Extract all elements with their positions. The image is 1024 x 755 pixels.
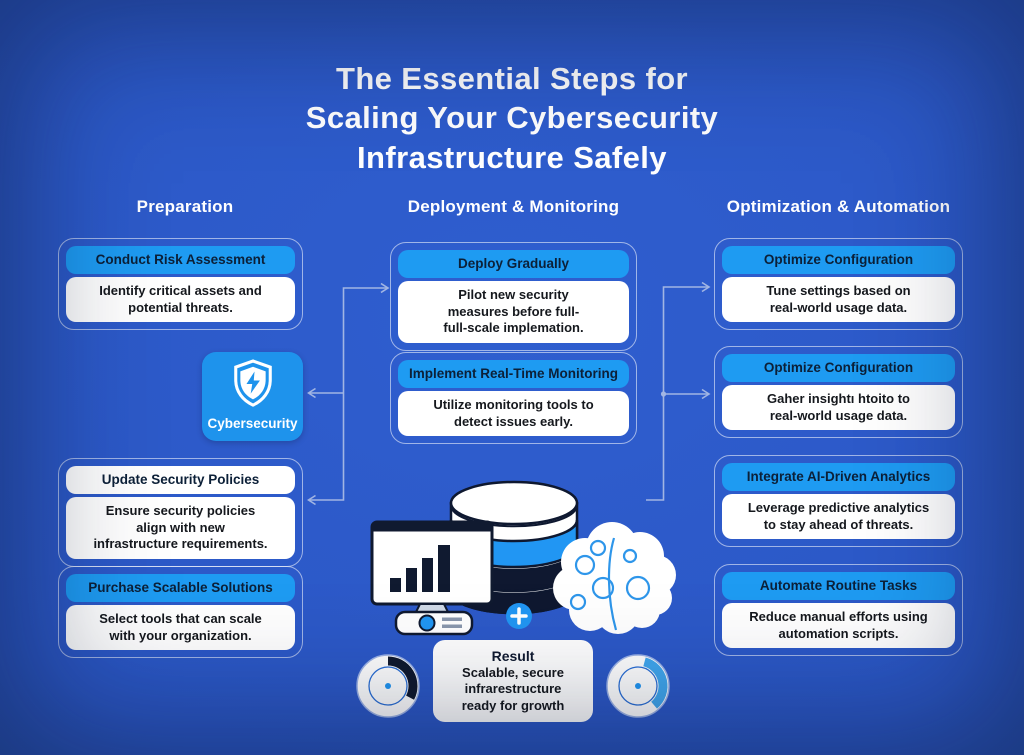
card-title: Implement Real-Time Monitoring [398,360,629,389]
card-optimize-configuration-2: Optimize Configuration Gaher insightı ht… [714,346,963,439]
progress-gauge-blue [606,654,670,718]
card-body: Tune settings based on real-world usage … [722,277,955,323]
card-title: Purchase Scalable Solutions [66,574,295,603]
page-title: The Essential Steps for Scaling Your Cyb… [305,60,719,176]
result-card: Result Scalable, secure infrarestructure… [433,640,593,722]
card-body: Pilot new security measures before full-… [398,281,629,344]
card-body: Select tools that can scale with your or… [66,605,295,651]
arrow-left-icon [307,494,316,506]
arrow-right-icon [701,388,711,400]
card-purchase-scalable-solutions: Purchase Scalable Solutions Select tools… [58,566,303,659]
card-title: Integrate AI-Driven Analytics [722,463,955,492]
progress-gauge-dark [356,654,420,718]
plus-icon [506,603,532,629]
left-connector-lines [307,282,390,506]
card-optimize-configuration-1: Optimize Configuration Tune settings bas… [714,238,963,331]
card-body: Utilize monitoring tools to detect issue… [398,391,629,437]
result-title: Result [491,648,535,664]
cybersecurity-badge: Cybersecurity [202,352,303,441]
card-deploy-gradually: Deploy Gradually Pilot new security meas… [390,242,637,352]
arrow-right-icon [380,282,390,294]
card-title: Deploy Gradually [398,250,629,279]
column-header-preparation: Preparation [136,197,234,216]
brain-icon [553,522,676,634]
bar-chart-monitor-icon [370,520,494,636]
card-title: Conduct Risk Assessment [66,246,295,275]
shield-lightning-icon [233,359,272,407]
card-title: Automate Routine Tasks [722,572,955,601]
card-title: Optimize Configuration [722,246,955,275]
column-header-optimization-automation: Optimization & Automation [726,197,951,216]
card-automate-routine-tasks: Automate Routine Tasks Reduce manual eff… [714,564,963,657]
card-title: Optimize Configuration [722,354,955,383]
card-implement-real-time-monitoring: Implement Real-Time Monitoring Utilize m… [390,352,637,445]
cybersecurity-label: Cybersecurity [207,416,298,431]
arrow-right-icon [701,281,711,293]
card-title: Update Security Policies [66,466,295,495]
card-body: Ensure security policies align with new … [66,497,295,560]
card-body: Reduce manual efforts using automation s… [722,603,955,649]
column-header-deployment-monitoring: Deployment & Monitoring [407,197,620,216]
right-connector-lines [646,281,711,501]
card-body: Gaher insightı htoito to real-world usag… [722,385,955,431]
card-body: Leverage predictive analytics to stay ah… [722,494,955,540]
card-conduct-risk-assessment: Conduct Risk Assessment Identify critica… [58,238,303,331]
card-integrate-ai-driven-analytics: Integrate AI-Driven Analytics Leverage p… [714,455,963,548]
junction-dot [660,391,667,397]
card-update-security-policies: Update Security Policies Ensure security… [58,458,303,568]
result-body: Scalable, secure infrarestructure ready … [461,665,565,713]
card-body: Identify critical assets and potential t… [66,277,295,323]
arrow-left-icon [307,387,316,399]
